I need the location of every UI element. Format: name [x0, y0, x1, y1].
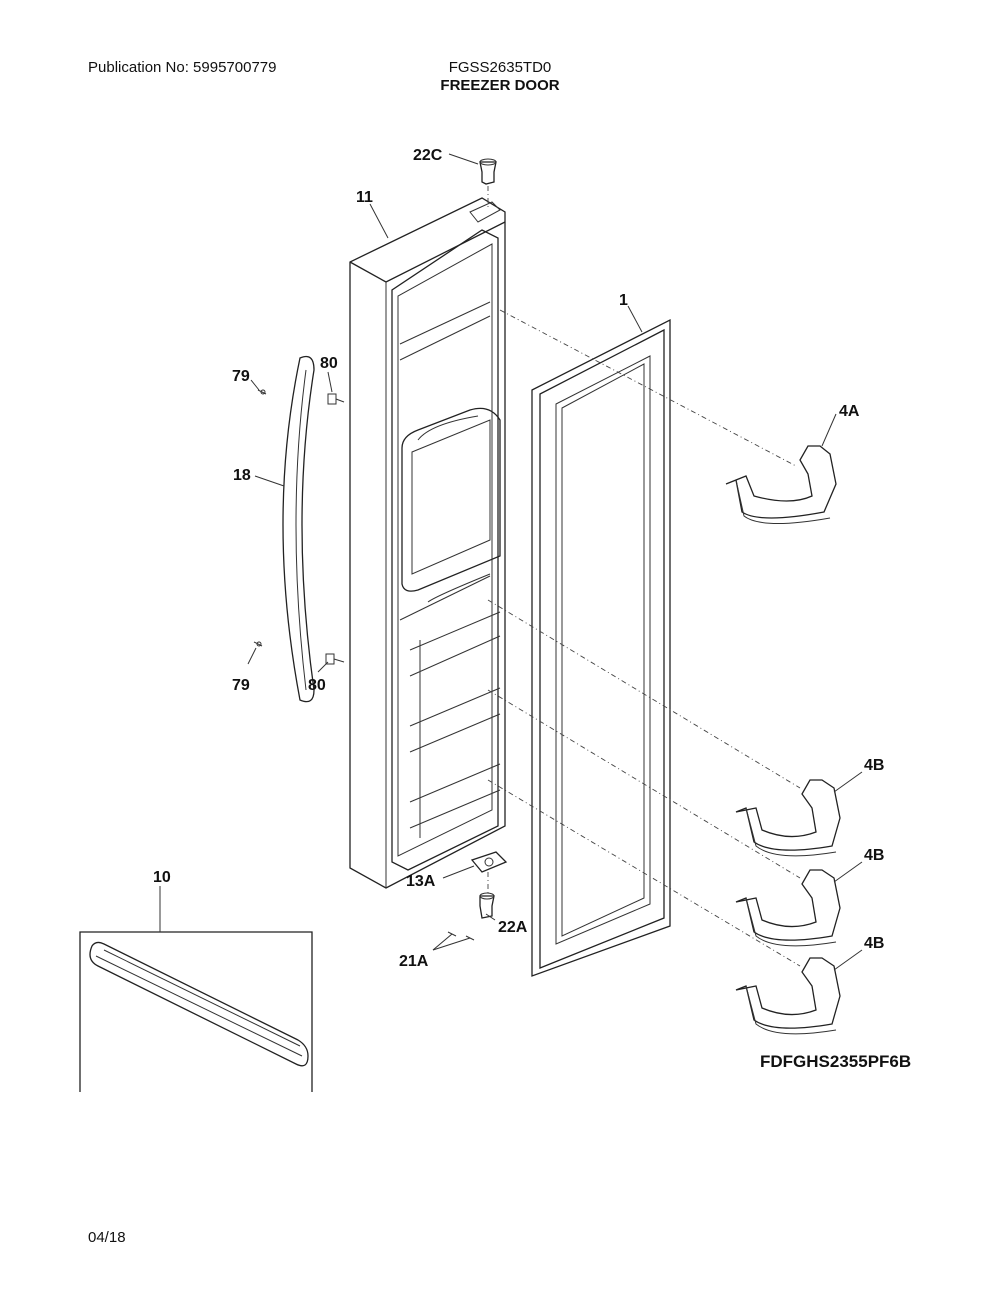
callout-11: 11 — [356, 189, 373, 206]
hinge-bracket[interactable] — [470, 851, 508, 873]
section-title: FREEZER DOOR — [440, 77, 560, 94]
bottom-hinge-bushing[interactable] — [479, 892, 495, 919]
publication-number: Publication No: 5995700779 — [88, 59, 277, 76]
door-bin-4b-middle[interactable] — [735, 869, 841, 947]
callout-10: 10 — [153, 869, 171, 886]
callout-80-lower: 80 — [308, 677, 326, 694]
callout-4b-middle: 4B — [864, 847, 884, 864]
callout-21a: 21A — [399, 953, 429, 970]
handle-stud-lower[interactable] — [325, 653, 345, 665]
door-bin-4b-bottom[interactable] — [735, 957, 841, 1035]
door-gasket[interactable] — [531, 318, 671, 977]
door-handle[interactable] — [282, 355, 315, 703]
sealing-strip-inset[interactable] — [79, 931, 313, 1092]
leader-lines — [159, 153, 863, 971]
top-hinge-bushing[interactable] — [479, 158, 497, 185]
assembly-lines — [487, 186, 801, 967]
callout-1: 1 — [619, 292, 628, 309]
handle-screw-lower[interactable] — [253, 641, 263, 647]
callout-79-lower: 79 — [232, 677, 250, 694]
door-bin-4b-top[interactable] — [735, 779, 841, 857]
diagram-code: FDFGHS2355PF6B — [760, 1052, 912, 1071]
revision-date: 04/18 — [88, 1229, 126, 1246]
callout-4b-top: 4B — [864, 757, 884, 774]
callout-13a: 13A — [406, 873, 436, 890]
model-number: FGSS2635TD0 — [448, 59, 552, 76]
callout-80-upper: 80 — [320, 355, 338, 372]
handle-screw-upper[interactable] — [257, 389, 267, 395]
handle-stud-upper[interactable] — [327, 393, 345, 405]
hinge-screws[interactable] — [447, 931, 475, 941]
callout-18: 18 — [233, 467, 251, 484]
callout-22a: 22A — [498, 919, 528, 936]
door-bin-4a[interactable] — [725, 445, 837, 524]
callout-4b-bottom: 4B — [864, 935, 884, 952]
callout-4a: 4A — [839, 403, 860, 420]
callout-22c: 22C — [413, 147, 443, 164]
callout-79-upper: 79 — [232, 368, 250, 385]
freezer-door-shell[interactable] — [349, 197, 506, 889]
